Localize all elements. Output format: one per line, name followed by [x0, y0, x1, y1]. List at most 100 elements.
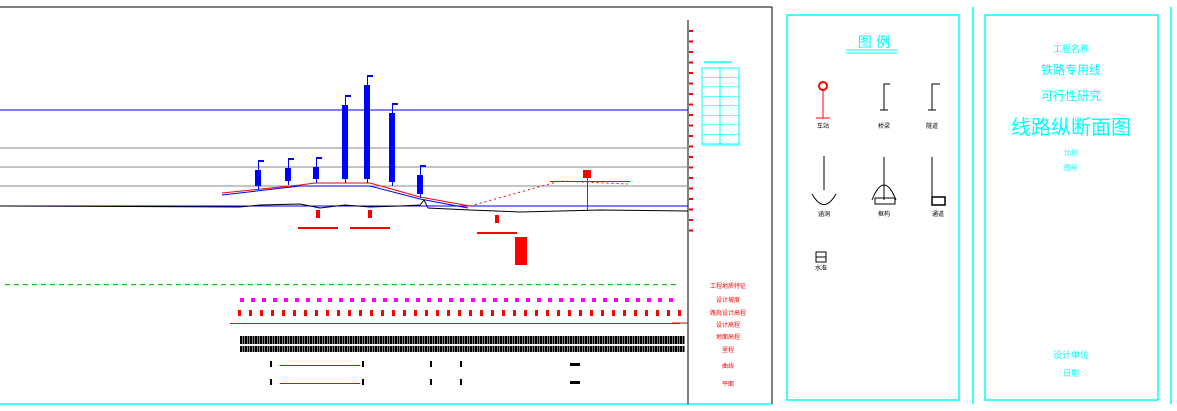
ground-elev-value — [485, 336, 487, 344]
mileage-value — [615, 346, 617, 352]
elevation-value — [623, 310, 626, 316]
mileage-value — [260, 346, 262, 352]
ground-elev-value — [242, 336, 245, 344]
mileage-value — [422, 346, 425, 352]
svg-text:路肩设计高程: 路肩设计高程 — [710, 309, 746, 317]
ground-elev-value — [260, 336, 262, 344]
chainage-tick — [559, 298, 563, 302]
elevation-value — [568, 310, 571, 316]
ground-elev-value — [532, 336, 535, 344]
borehole-label — [350, 227, 390, 229]
ground-elev-value — [352, 336, 355, 344]
note-text — [230, 284, 235, 286]
svg-text:曲线: 曲线 — [722, 362, 734, 370]
chainage-tick — [658, 298, 662, 302]
mileage-value — [547, 346, 550, 352]
ground-elev-value — [510, 336, 512, 344]
chainage-tick — [339, 298, 343, 302]
mileage-value — [462, 346, 465, 352]
note-text — [617, 284, 622, 286]
mileage-value — [657, 346, 660, 352]
ground-elev-value — [632, 336, 635, 344]
ground-elev-value — [585, 336, 587, 344]
chainage-tick — [570, 298, 574, 302]
ground-elev-value — [370, 336, 372, 344]
ground-elev-value — [405, 336, 407, 344]
ground-elev-value — [287, 336, 290, 344]
study-stage: 可行性研究 — [1041, 88, 1101, 103]
structure-label — [364, 85, 370, 179]
mileage-value — [282, 346, 285, 352]
mileage-value — [620, 346, 622, 352]
elevation-value — [524, 310, 527, 316]
chainage-tick — [504, 298, 508, 302]
note-text — [599, 284, 604, 286]
note-text — [185, 284, 190, 286]
note-text — [95, 284, 100, 286]
note-text — [455, 284, 460, 286]
mileage-value — [495, 346, 497, 352]
ground-elev-value — [322, 336, 325, 344]
svg-text:通道: 通道 — [932, 210, 944, 218]
ground-elev-value — [652, 336, 655, 344]
ground-elev-value — [415, 336, 417, 344]
axis-tick — [689, 208, 693, 211]
mileage-value — [505, 346, 507, 352]
ground-elev-value — [277, 336, 280, 344]
ground-elev-value — [340, 336, 342, 344]
ground-elev-value — [547, 336, 550, 344]
mileage-value — [625, 346, 627, 352]
mileage-value — [335, 346, 337, 352]
note-text — [257, 284, 262, 286]
ground-elev-value — [557, 336, 560, 344]
ground-elev-value — [250, 336, 252, 344]
mileage-value — [552, 346, 555, 352]
mileage-value — [272, 346, 275, 352]
ground-elev-value — [437, 336, 440, 344]
mileage-value — [367, 346, 370, 352]
elevation-value — [282, 310, 285, 316]
ground-elev-value — [380, 336, 382, 344]
mileage-value — [582, 346, 585, 352]
elevation-value — [326, 310, 329, 316]
ground-elev-value — [665, 336, 667, 344]
axis-tick — [689, 145, 693, 148]
ground-elev-value — [357, 336, 360, 344]
mileage-value — [397, 346, 400, 352]
elevation-value — [579, 310, 582, 316]
ground-elev-value — [655, 336, 657, 344]
ground-elev-value — [262, 336, 265, 344]
borehole-note — [515, 237, 527, 265]
note-text — [410, 284, 415, 286]
mileage-value — [645, 346, 647, 352]
ground-elev-value — [672, 336, 675, 344]
elevation-value — [480, 310, 483, 316]
elevation-value — [403, 310, 406, 316]
ground-elev-value — [487, 336, 490, 344]
title-panel — [984, 14, 1159, 401]
ground-elev-value — [442, 336, 445, 344]
ground-elev-value — [325, 336, 327, 344]
ground-elev-value — [610, 336, 612, 344]
chainage-tick — [405, 298, 409, 302]
mileage-value — [467, 346, 470, 352]
axis-tick — [689, 51, 693, 53]
mileage-value — [662, 346, 665, 352]
ground-elev-value — [402, 336, 405, 344]
ground-elev-value — [350, 336, 352, 344]
ground-elev-value — [427, 336, 430, 344]
ground-elev-value — [600, 336, 602, 344]
structure-flag — [288, 158, 294, 160]
axis-tick — [689, 219, 693, 221]
mileage-value — [632, 346, 635, 352]
ground-elev-value — [435, 336, 437, 344]
ground-elev-value — [560, 336, 562, 344]
mileage-value — [482, 346, 485, 352]
mileage-value — [557, 346, 560, 352]
chainage-tick — [603, 298, 607, 302]
ground-elev-value — [675, 336, 677, 344]
svg-text:工程地质特征: 工程地质特征 — [710, 282, 746, 290]
ground-elev-value — [445, 336, 447, 344]
structure-label — [342, 105, 348, 179]
